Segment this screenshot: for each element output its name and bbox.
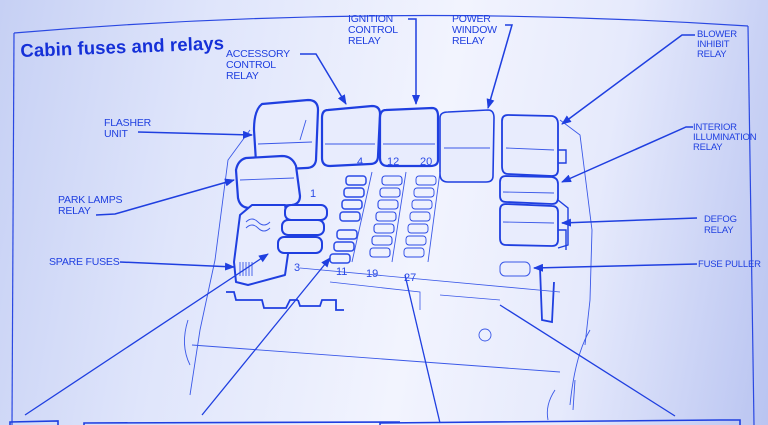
- label-flasher-unit: FLASHER UNIT: [104, 117, 152, 140]
- fuse-box-housing: [184, 119, 593, 421]
- fuse-puller-shape: [499, 261, 531, 277]
- label-ignition-control-relay: IGNITION CONTROL RELAY: [348, 13, 398, 47]
- spare-fuses-block: [233, 204, 328, 286]
- bottom-callout-boxes: [9, 419, 741, 425]
- label-park-lamps-relay: PARK LAMPS RELAY: [58, 194, 123, 217]
- fuse-columns: [329, 175, 437, 264]
- label-interior-illumination-relay: INTERIOR ILLUMINATION RELAY: [693, 122, 757, 153]
- fuse-number-27: 27: [404, 272, 417, 284]
- top-relays: [234, 98, 559, 247]
- leader-lines: [95, 18, 698, 272]
- fuse-number-12: 12: [387, 156, 400, 168]
- fuse-number-4: 4: [357, 156, 364, 168]
- label-power-window-relay: POWER WINDOW RELAY: [452, 13, 497, 47]
- label-defog-relay: DEFOG RELAY: [704, 214, 737, 236]
- fuse-number-20: 20: [420, 156, 433, 168]
- page-frame: [11, 14, 755, 425]
- label-blower-inhibit-relay: BLOWER INHIBIT RELAY: [697, 29, 737, 60]
- fuse-number-1: 1: [310, 188, 317, 200]
- fuse-box-base: [226, 267, 555, 324]
- label-accessory-control-relay: ACCESSORY CONTROL RELAY: [226, 48, 290, 82]
- label-spare-fuses: SPARE FUSES: [49, 256, 120, 268]
- label-fuse-puller: FUSE PULLER: [698, 259, 761, 270]
- fuse-number-19: 19: [366, 268, 379, 280]
- fuse-number-11: 11: [336, 266, 348, 278]
- fuse-number-3: 3: [294, 262, 301, 274]
